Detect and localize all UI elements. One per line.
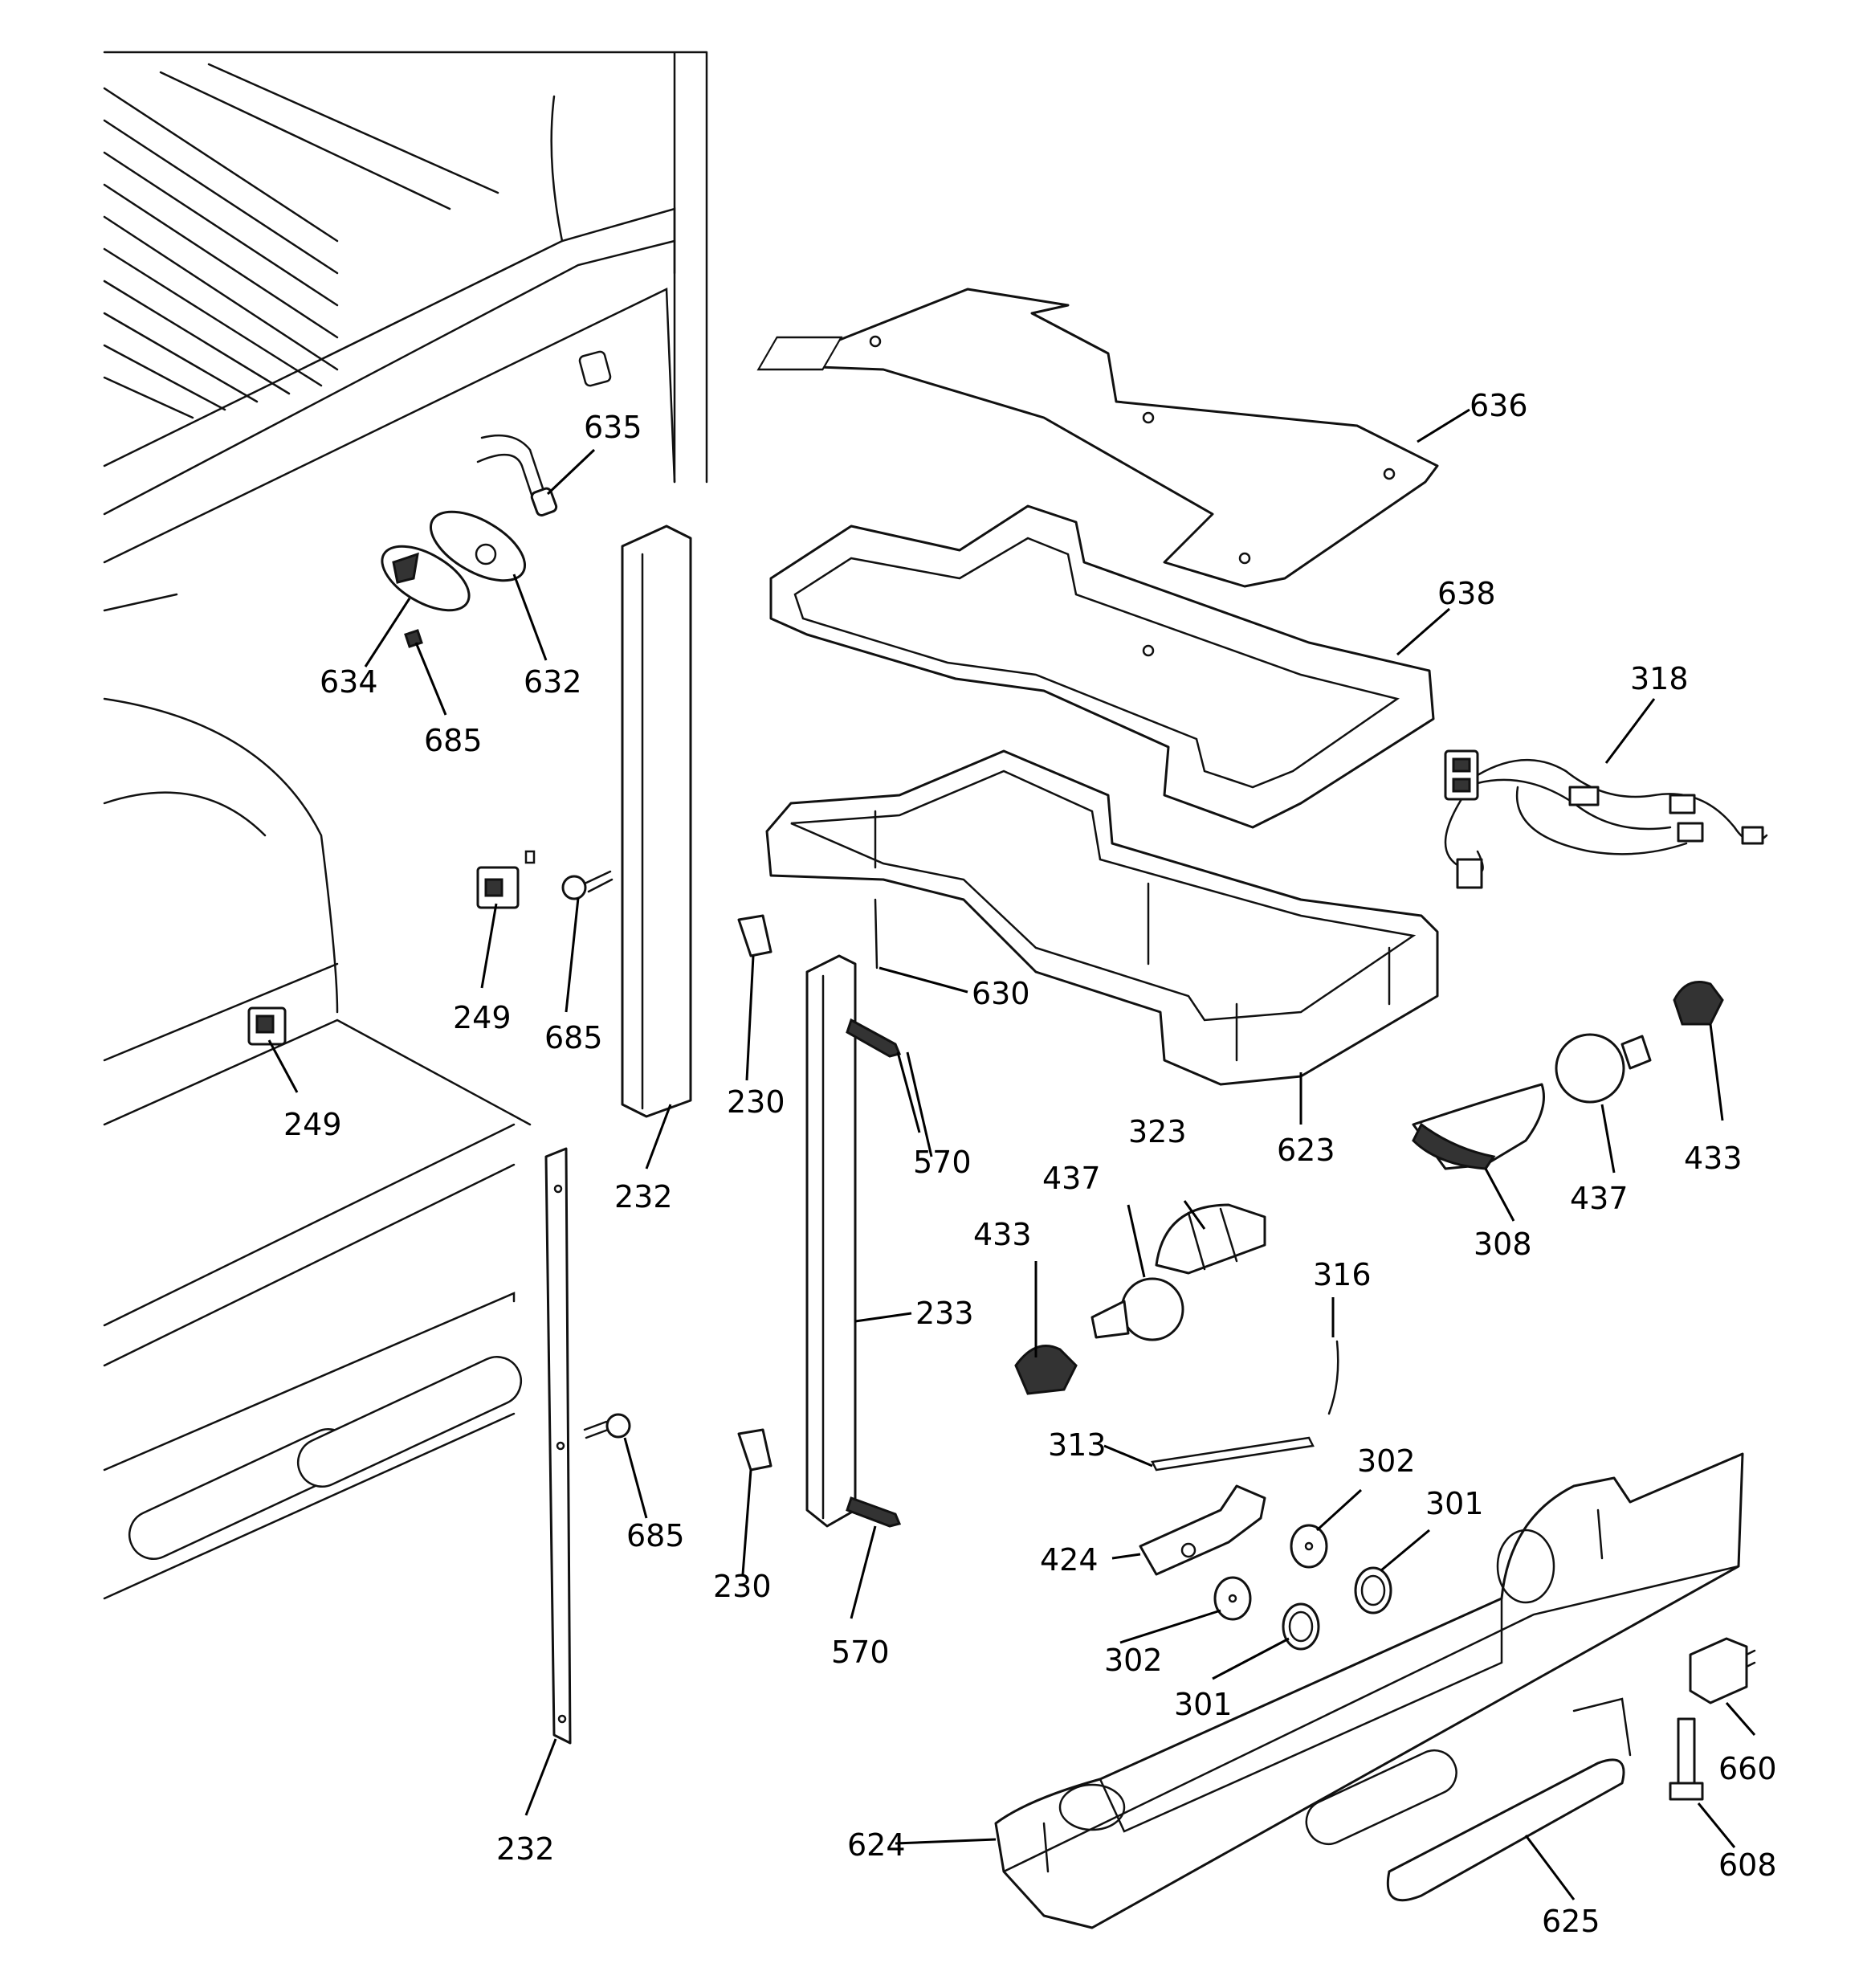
part-685-screw-small	[404, 629, 423, 648]
part-301-gear-upper	[1354, 1566, 1392, 1614]
callout-437-left: 437	[1042, 1161, 1101, 1196]
callout-685-bottom: 685	[626, 1518, 685, 1553]
part-249-clip-upper	[476, 850, 536, 909]
part-570-screw-lower	[846, 1496, 902, 1528]
part-323-lamp-shield	[1155, 1203, 1266, 1275]
callout-636: 636	[1470, 388, 1528, 423]
callout-249-lower: 249	[283, 1107, 342, 1142]
cabinet-plug	[578, 350, 612, 387]
part-660-switch	[1689, 1637, 1756, 1704]
part-570-screw-upper	[846, 1018, 902, 1058]
callout-632: 632	[524, 664, 582, 700]
callout-313: 313	[1048, 1427, 1107, 1463]
callout-232-upper: 232	[614, 1179, 673, 1214]
part-313-rod	[1151, 1436, 1315, 1472]
callout-318: 318	[1630, 661, 1689, 696]
part-230-clip-lower	[737, 1428, 773, 1472]
part-302-washer-lower	[1213, 1576, 1252, 1621]
callout-424: 424	[1040, 1542, 1099, 1578]
callout-301-lower: 301	[1174, 1687, 1233, 1722]
part-634-light-lens	[381, 545, 471, 612]
part-433-socket-right	[1673, 981, 1724, 1026]
part-318-wire-harness	[1444, 749, 1768, 889]
leader-lines	[267, 408, 1756, 1900]
part-230-clip-upper	[737, 914, 773, 957]
callout-630: 630	[972, 976, 1030, 1011]
part-630-pin	[874, 898, 879, 970]
part-316-rod	[1327, 1340, 1339, 1415]
callout-608: 608	[1718, 1847, 1777, 1883]
part-685-screw-upper	[561, 870, 614, 900]
part-249-clip-lower	[247, 1006, 287, 1046]
part-232-rail-upper	[621, 525, 692, 1118]
callout-302-lower: 302	[1104, 1643, 1163, 1678]
callout-233: 233	[915, 1296, 974, 1331]
part-301-gear-lower	[1282, 1602, 1320, 1651]
part-608-bolt	[1669, 1717, 1704, 1801]
part-636-cover	[756, 288, 1439, 588]
callout-230-lower: 230	[713, 1569, 772, 1604]
callout-433-right: 433	[1684, 1141, 1743, 1176]
callout-635: 635	[584, 410, 642, 445]
callout-638: 638	[1437, 576, 1496, 611]
callout-316: 316	[1313, 1257, 1372, 1292]
shelf-ribs	[103, 63, 499, 419]
callout-623: 623	[1277, 1133, 1335, 1168]
part-232-rail-lower	[544, 1147, 572, 1745]
part-233-rail	[805, 954, 857, 1528]
callout-230-upper: 230	[727, 1084, 785, 1120]
callout-437-right: 437	[1570, 1181, 1629, 1216]
callout-433-left: 433	[973, 1217, 1032, 1252]
part-625-button-bar	[1386, 1697, 1632, 1902]
callout-634: 634	[320, 664, 378, 700]
callout-660: 660	[1718, 1751, 1777, 1786]
callout-302-upper: 302	[1357, 1443, 1416, 1479]
callout-232-lower: 232	[496, 1831, 555, 1867]
cabinet-interior	[103, 51, 708, 1600]
part-437-bulb-right	[1555, 1033, 1652, 1104]
part-437-bulb-left	[1090, 1277, 1184, 1341]
callout-570-upper: 570	[913, 1145, 972, 1180]
callout-301-upper: 301	[1425, 1486, 1484, 1521]
callout-625: 625	[1542, 1904, 1600, 1939]
part-433-socket-left	[1014, 1345, 1078, 1395]
callout-323: 323	[1128, 1114, 1187, 1149]
part-635-wire	[476, 434, 558, 517]
callout-570-lower: 570	[831, 1635, 890, 1670]
callout-624: 624	[847, 1827, 906, 1863]
callout-685-top: 685	[424, 723, 483, 758]
part-308-lamp-shield-right	[1412, 1083, 1545, 1170]
callout-685-middle: 685	[544, 1020, 603, 1055]
part-624-control-housing	[994, 1452, 1744, 1929]
part-424-slider	[1139, 1484, 1266, 1576]
part-632-light-socket-plate	[429, 510, 527, 582]
part-685-screw-lower	[583, 1413, 631, 1439]
crisper-slots	[128, 1356, 523, 1560]
part-623-housing	[765, 749, 1439, 1086]
callout-249-upper: 249	[453, 1000, 512, 1035]
callout-308: 308	[1474, 1227, 1532, 1262]
part-638-seal-frame	[769, 504, 1435, 829]
callout-labels: 636 638 318 635 634 632 685 249 685 249 …	[283, 388, 1777, 1939]
part-302-washer-upper	[1290, 1524, 1328, 1569]
